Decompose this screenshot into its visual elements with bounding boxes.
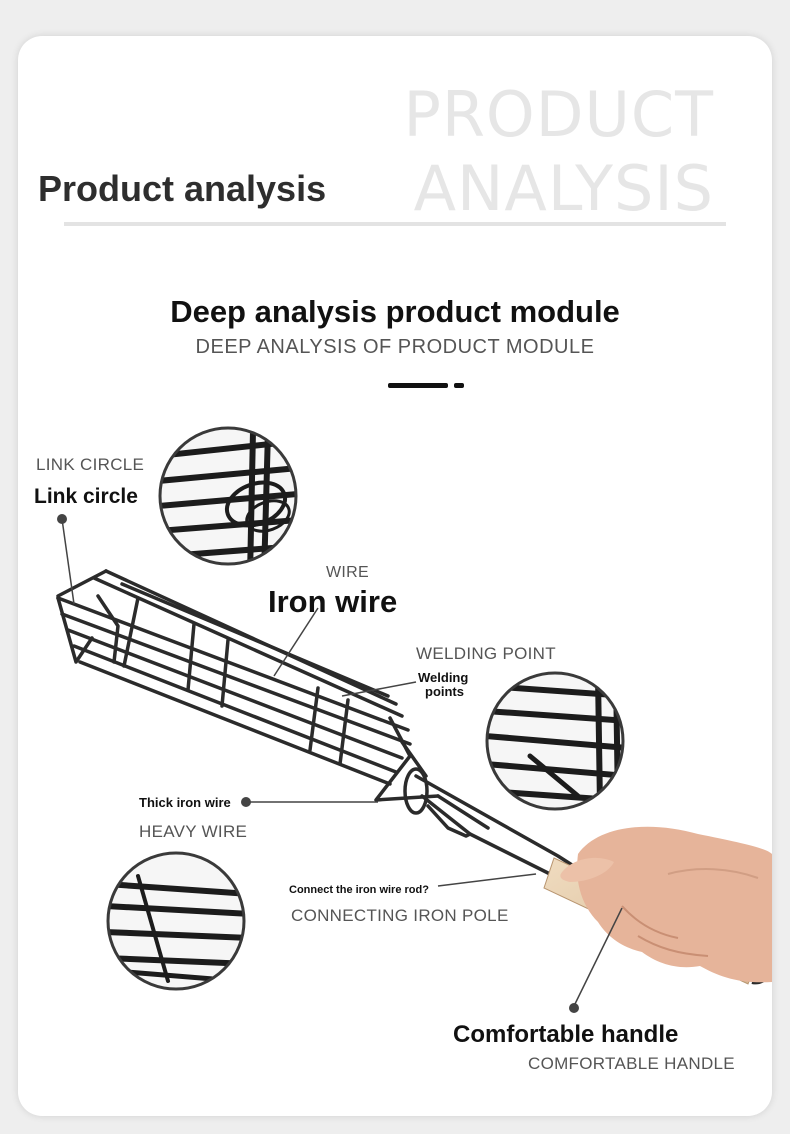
accent-bar-short	[454, 383, 464, 388]
watermark-analysis: ANALYSIS	[413, 152, 714, 225]
iron-wire-label: Iron wire	[268, 584, 398, 619]
module-subtitle: DEEP ANALYSIS OF PRODUCT MODULE	[195, 336, 595, 358]
product-illustration	[56, 426, 772, 1013]
connect-rod-label: Connect the iron wire rod?	[289, 884, 429, 896]
watermark-product: PRODUCT	[403, 78, 714, 151]
welding-point-caption: WELDING POINT	[416, 644, 556, 663]
zoom-welding-point	[485, 671, 625, 811]
link-circle-label: Link circle	[34, 485, 138, 508]
hand-illustration	[560, 826, 772, 983]
zoom-link-circle	[158, 426, 298, 566]
connecting-pole-caption: CONNECTING IRON POLE	[291, 906, 509, 925]
wire-caption: WIRE	[326, 564, 369, 581]
title-divider	[64, 222, 726, 226]
welding-points-label-1: Welding	[418, 670, 469, 685]
leader-dot-link	[57, 514, 67, 524]
module-title: Deep analysis product module	[170, 294, 620, 329]
accent-bar-long	[388, 383, 448, 388]
product-analysis-card: PRODUCT ANALYSIS Product analysis Deep a…	[18, 36, 772, 1116]
grill-basket	[56, 569, 680, 948]
heavy-wire-caption: HEAVY WIRE	[139, 822, 248, 841]
link-circle-caption: LINK CIRCLE	[36, 455, 145, 474]
zoom-heavy-wire	[106, 851, 246, 991]
comfortable-handle-caption: COMFORTABLE HANDLE	[528, 1054, 735, 1073]
welding-points-label-2: points	[425, 684, 464, 699]
thick-iron-wire-label: Thick iron wire	[139, 795, 231, 810]
leader-dot-heavy	[241, 797, 251, 807]
leader-lines	[61, 518, 623, 1007]
section-title: Product analysis	[38, 168, 327, 209]
leader-dot-handle	[569, 1003, 579, 1013]
comfortable-handle-label: Comfortable handle	[453, 1021, 679, 1048]
